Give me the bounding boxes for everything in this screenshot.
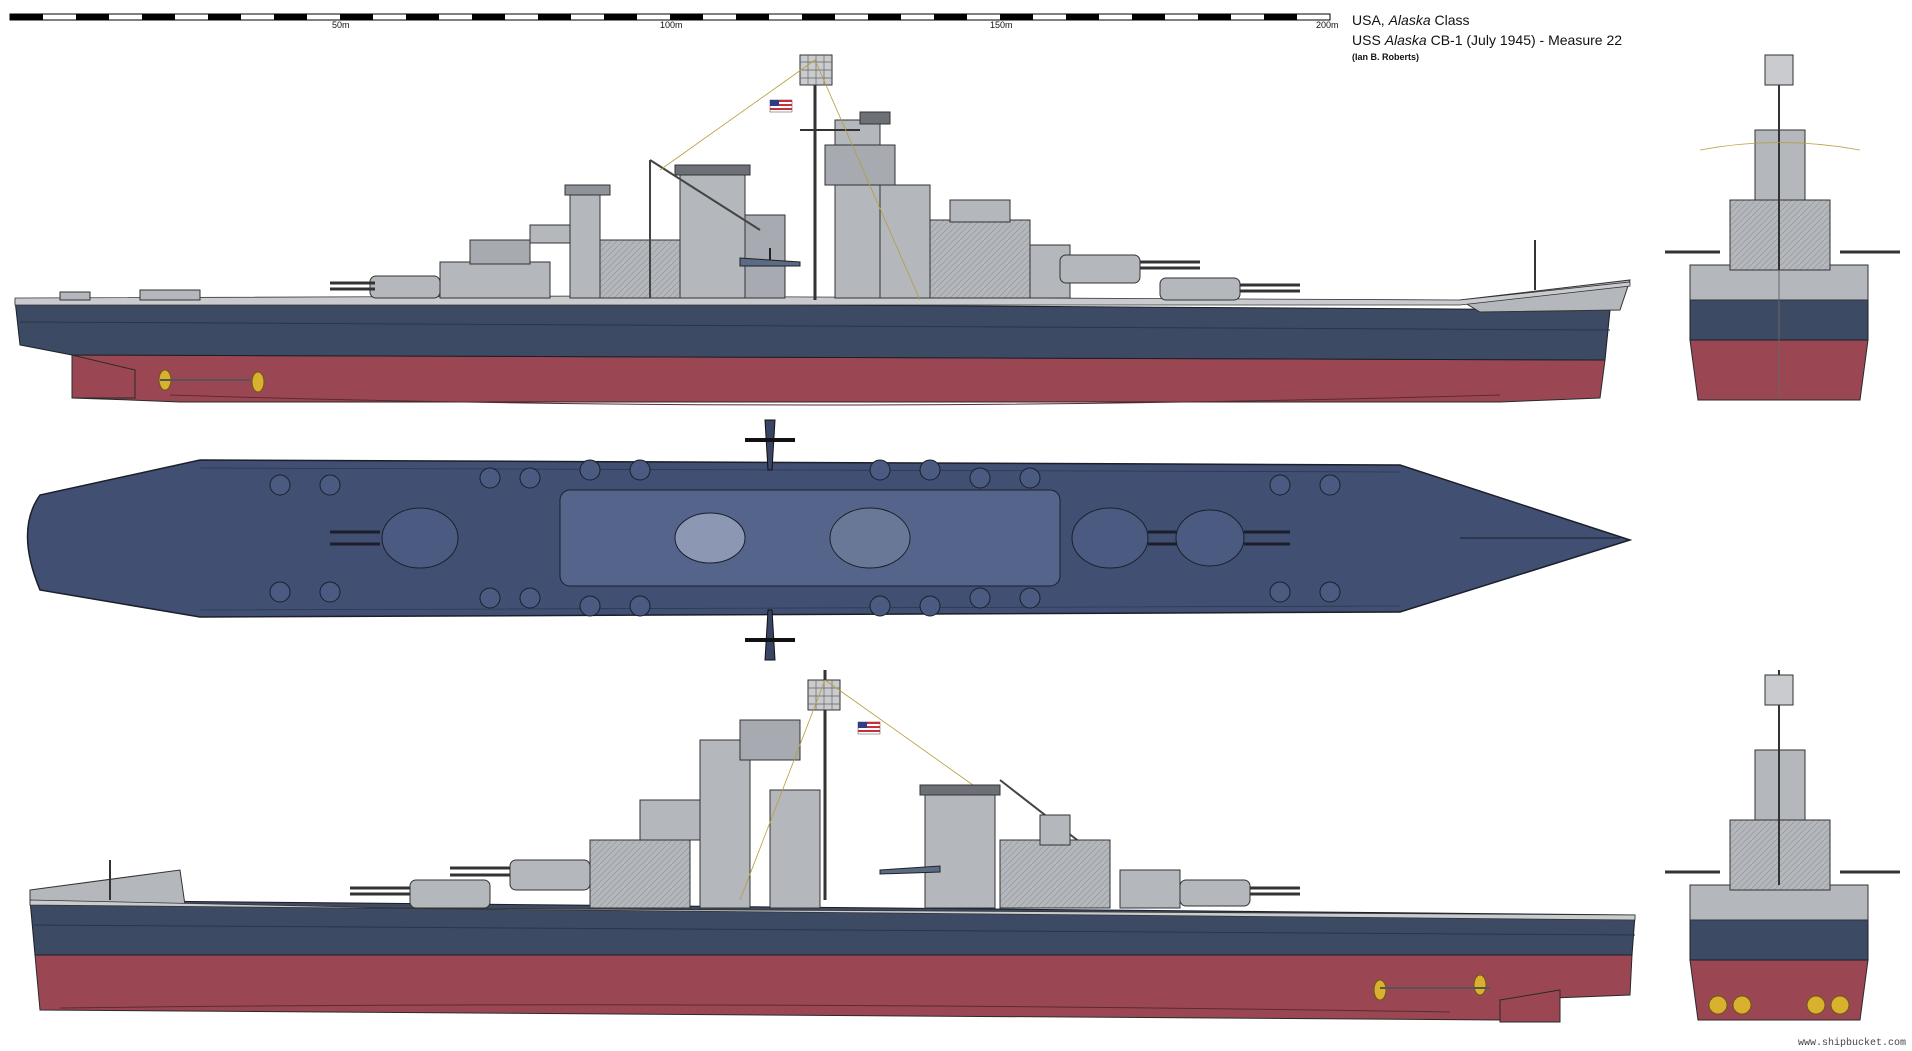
- radar-antenna-icon: [1764, 674, 1794, 706]
- scale-bar: [9, 13, 1331, 21]
- aa-mount: [869, 459, 891, 481]
- aa-mount: [869, 595, 891, 617]
- scale-segment: [868, 14, 901, 20]
- scale-segment: [670, 14, 703, 20]
- gun-turret-icon: [1159, 277, 1300, 301]
- scale-segment: [538, 14, 571, 20]
- scale-segment: [1198, 14, 1231, 20]
- propeller-icon: [158, 369, 265, 393]
- scale-segment: [340, 14, 373, 20]
- gun-turret-icon: [330, 507, 459, 569]
- scale-segment: [472, 14, 505, 20]
- title-block: USA, Alaska Class USS Alaska CB-1 (July …: [1352, 10, 1622, 64]
- aa-mount: [1319, 474, 1341, 496]
- aa-mount: [919, 595, 941, 617]
- aa-mount: [919, 459, 941, 481]
- aa-mount: [1269, 581, 1291, 603]
- gun-turret-icon: [1059, 254, 1200, 284]
- aa-mount: [319, 474, 341, 496]
- aa-mount: [269, 474, 291, 496]
- funnel: [924, 789, 996, 909]
- scale-segment: [274, 14, 307, 20]
- aa-mount: [479, 587, 501, 609]
- watermark: www.shipbucket.com: [1797, 1038, 1906, 1049]
- propeller-icon: [1708, 995, 1850, 1015]
- aa-mount: [1019, 587, 1041, 609]
- scale-label-100m: 100m: [660, 20, 683, 30]
- aa-mount: [629, 595, 651, 617]
- scale-segment: [1132, 14, 1165, 20]
- aa-mount: [1319, 581, 1341, 603]
- scale-segment: [76, 14, 109, 20]
- scale-segment: [802, 14, 835, 20]
- scale-segment: [208, 14, 241, 20]
- us-flag-icon: [769, 99, 793, 113]
- scale-label-50m: 50m: [332, 20, 350, 30]
- bow-end-view: [1665, 54, 1900, 401]
- radar-antenna-icon: [799, 54, 833, 86]
- gun-turret-icon: [330, 275, 441, 299]
- lower-hull: [71, 354, 1606, 403]
- scale-segment: [1000, 14, 1033, 20]
- scale-label-150m: 150m: [990, 20, 1013, 30]
- plan-view: [26, 419, 1633, 661]
- gun-turret-icon: [350, 879, 491, 909]
- gun-turret-icon: [1179, 879, 1300, 907]
- hull-belt: [14, 299, 1611, 361]
- title-class-line: USA, Alaska Class: [1352, 12, 1470, 28]
- gun-turret-icon: [450, 859, 591, 891]
- scale-segment: [934, 14, 967, 20]
- gun-turret-icon: [1175, 509, 1290, 567]
- scale-label-200m: 200m: [1316, 20, 1339, 30]
- stern-end-view: [1665, 670, 1900, 1021]
- aa-mount: [969, 467, 991, 489]
- aa-mount: [1269, 474, 1291, 496]
- aa-mount: [969, 587, 991, 609]
- aa-mount: [519, 587, 541, 609]
- aa-mount: [479, 467, 501, 489]
- floatplane-icon: [879, 865, 941, 875]
- aa-mount: [519, 467, 541, 489]
- scale-segment: [1264, 14, 1297, 20]
- floatplane-icon: [739, 248, 801, 267]
- author-credit: (Ian B. Roberts): [1352, 52, 1420, 62]
- scale-segment: [736, 14, 769, 20]
- scale-segment: [604, 14, 637, 20]
- us-flag-icon: [857, 721, 881, 735]
- scale-segment: [1066, 14, 1099, 20]
- aa-mount: [629, 459, 651, 481]
- funnel: [679, 169, 746, 299]
- aa-mount: [1019, 467, 1041, 489]
- aa-mount: [269, 581, 291, 603]
- radar-antenna-icon: [807, 679, 841, 711]
- aa-mount: [319, 581, 341, 603]
- scale-segment: [10, 14, 43, 20]
- floatplane-icon: [745, 419, 795, 661]
- propeller-icon: [1373, 974, 1490, 1001]
- title-ship-line: USS Alaska CB-1 (July 1945) - Measure 22: [1352, 32, 1623, 48]
- forward-tower: [699, 739, 751, 909]
- hull-belt: [29, 899, 1636, 956]
- radar-antenna-icon: [1764, 54, 1794, 86]
- aa-mount: [579, 595, 601, 617]
- starboard-profile: [14, 54, 1631, 406]
- scale-segment: [406, 14, 439, 20]
- aa-mount: [579, 459, 601, 481]
- port-profile: [29, 670, 1636, 1023]
- scale-segment: [142, 14, 175, 20]
